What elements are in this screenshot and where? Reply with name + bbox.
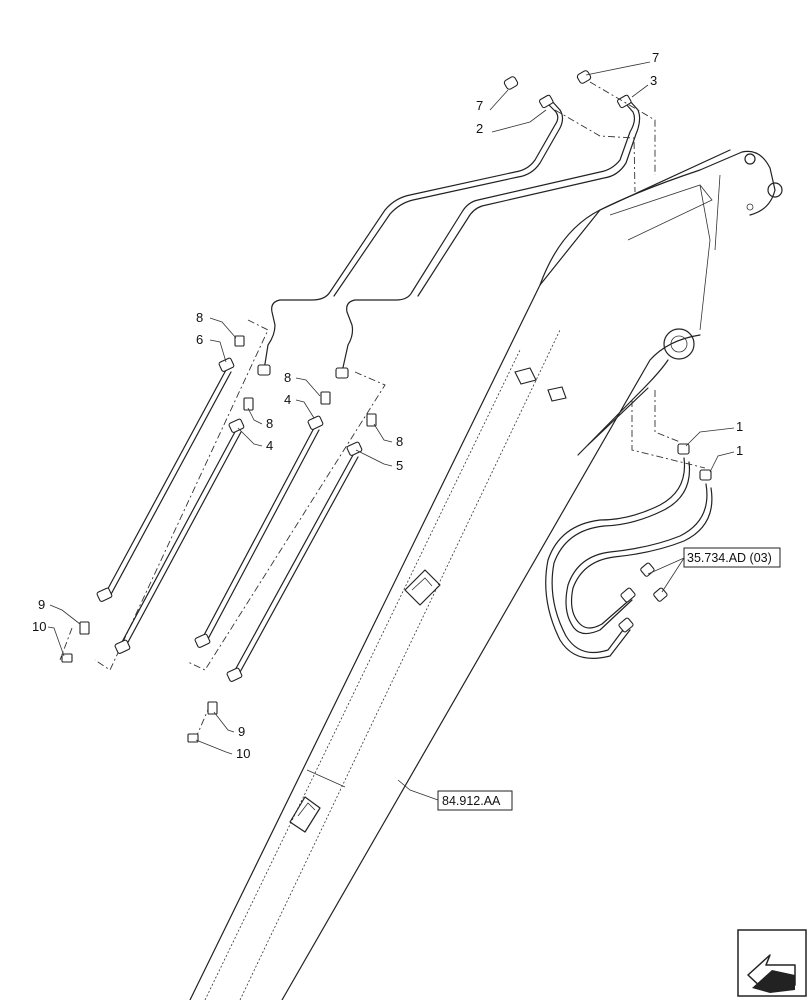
cap-fittings xyxy=(503,70,592,90)
callout-9b: 9 xyxy=(238,724,245,739)
callout-6: 6 xyxy=(196,332,203,347)
callout-4a: 4 xyxy=(266,438,273,453)
reference-boom-label[interactable]: 84.912.AA xyxy=(442,794,501,808)
callout-2: 2 xyxy=(476,121,483,136)
hose-assemblies xyxy=(96,357,363,682)
callout-4b: 4 xyxy=(284,392,291,407)
callout-8b: 8 xyxy=(266,416,273,431)
navigation-arrow-icon[interactable] xyxy=(737,929,807,997)
reference-hose-group[interactable]: 35.734.AD (03) xyxy=(683,547,781,568)
callout-5: 5 xyxy=(396,458,403,473)
callout-3: 3 xyxy=(650,73,657,88)
callout-8a: 8 xyxy=(196,310,203,325)
callout-7b: 7 xyxy=(476,98,483,113)
callout-1a: 1 xyxy=(736,419,743,434)
callout-7a: 7 xyxy=(652,50,659,65)
callout-8d: 8 xyxy=(396,434,403,449)
leader-lines xyxy=(47,61,735,801)
reference-boom-group[interactable]: 84.912.AA xyxy=(437,790,513,811)
small-fittings xyxy=(61,335,377,743)
hose-loop xyxy=(545,443,713,659)
callout-9a: 9 xyxy=(38,597,45,612)
callout-1b: 1 xyxy=(736,443,743,458)
callout-labels: 7 3 7 2 8 6 8 4 8 4 8 5 9 10 9 10 1 1 xyxy=(32,50,743,761)
boom-arm xyxy=(189,149,783,1000)
callout-10a: 10 xyxy=(32,619,46,634)
assembly-lines xyxy=(59,81,706,741)
reference-hose-label[interactable]: 35.734.AD (03) xyxy=(687,551,772,565)
callout-8c: 8 xyxy=(284,370,291,385)
callout-10b: 10 xyxy=(236,746,250,761)
rigid-lines xyxy=(257,94,641,379)
